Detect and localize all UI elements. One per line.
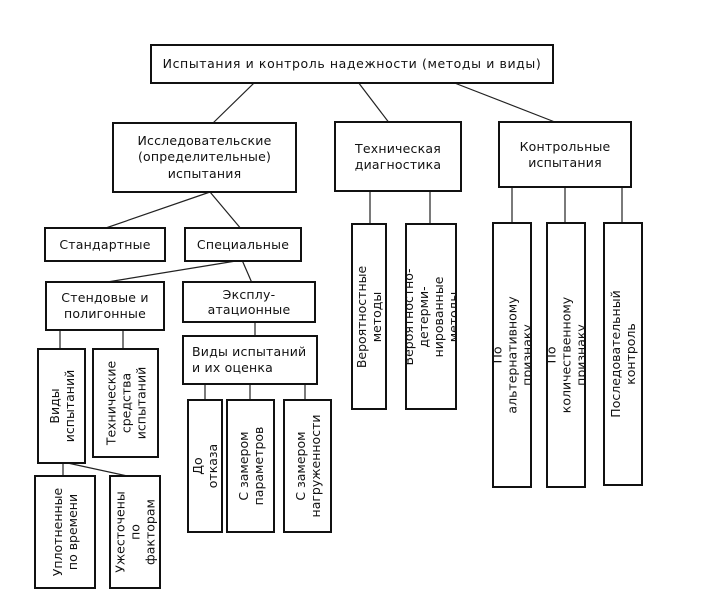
- special-box: Специальные: [184, 227, 302, 262]
- sequential-label: Последовательный контроль: [608, 290, 638, 418]
- control-box: Контрольные испытания: [498, 121, 632, 188]
- to-failure-label: До отказа: [190, 443, 220, 489]
- compressed-label: Уплотненные по времени: [50, 487, 80, 577]
- special-label: Специальные: [196, 236, 290, 252]
- control-label: Контрольные испытания: [519, 138, 611, 170]
- tightened-box: Ужесточены по факторам: [109, 475, 161, 589]
- probabilistic-box: Вероятностные методы: [351, 223, 387, 410]
- prob-determ-label: Вероятностно-детерми- нированные методы: [405, 268, 457, 365]
- load-measure-label: С замером нагруженности: [292, 414, 323, 518]
- tech-diag-label: Техническая диагностика: [354, 140, 442, 172]
- to-failure-box: До отказа: [187, 399, 223, 533]
- alt-attr-box: По альтернативному признаку: [492, 222, 532, 488]
- tech-means-label: Технические средства испытаний: [103, 360, 148, 446]
- research-label: Исследовательские (определительные) испы…: [137, 133, 272, 181]
- connector-vid-tightened: [62, 461, 133, 478]
- load-measure-box: С замером нагруженности: [283, 399, 332, 533]
- standard-box: Стандартные: [44, 227, 166, 262]
- test-types-label: Виды испытаний и их оценка: [192, 344, 307, 375]
- param-measure-box: С замером параметров: [226, 399, 275, 533]
- tightened-label: Ужесточены по факторам: [112, 491, 158, 573]
- connector-root-techdiag: [357, 81, 391, 125]
- root-box: Испытания и контроль надежности (методы …: [150, 44, 554, 84]
- quant-attr-label: По количественному признаку: [546, 296, 586, 414]
- param-measure-label: С замером параметров: [235, 426, 266, 506]
- connector-special-operational: [241, 259, 253, 284]
- sequential-box: Последовательный контроль: [603, 222, 643, 486]
- research-box: Исследовательские (определительные) испы…: [112, 122, 297, 193]
- vid-box: Виды испытаний: [37, 348, 86, 464]
- vid-label: Виды испытаний: [46, 369, 77, 443]
- test-types-box: Виды испытаний и их оценка: [182, 335, 318, 385]
- tech-diag-box: Техническая диагностика: [334, 121, 462, 192]
- probabilistic-label: Вероятностные методы: [354, 265, 384, 368]
- alt-attr-label: По альтернативному признаку: [492, 296, 532, 414]
- connector-root-control: [451, 81, 561, 125]
- connector-research-special: [209, 191, 243, 231]
- operational-box: Эксплу- атационные: [182, 281, 316, 323]
- bench-box: Стендовые и полигонные: [45, 281, 165, 331]
- standard-label: Стандартные: [59, 236, 151, 252]
- tech-means-box: Технические средства испытаний: [92, 348, 159, 458]
- connector-research-standard: [99, 191, 211, 231]
- compressed-box: Уплотненные по времени: [34, 475, 96, 589]
- bench-label: Стендовые и полигонные: [61, 290, 149, 321]
- operational-label: Эксплу- атационные: [207, 287, 291, 317]
- quant-attr-box: По количественному признаку: [546, 222, 586, 488]
- prob-determ-box: Вероятностно-детерми- нированные методы: [405, 223, 457, 410]
- connector-special-bench: [94, 259, 243, 285]
- root-label: Испытания и контроль надежности (методы …: [162, 56, 542, 72]
- connector-root-research: [211, 81, 256, 125]
